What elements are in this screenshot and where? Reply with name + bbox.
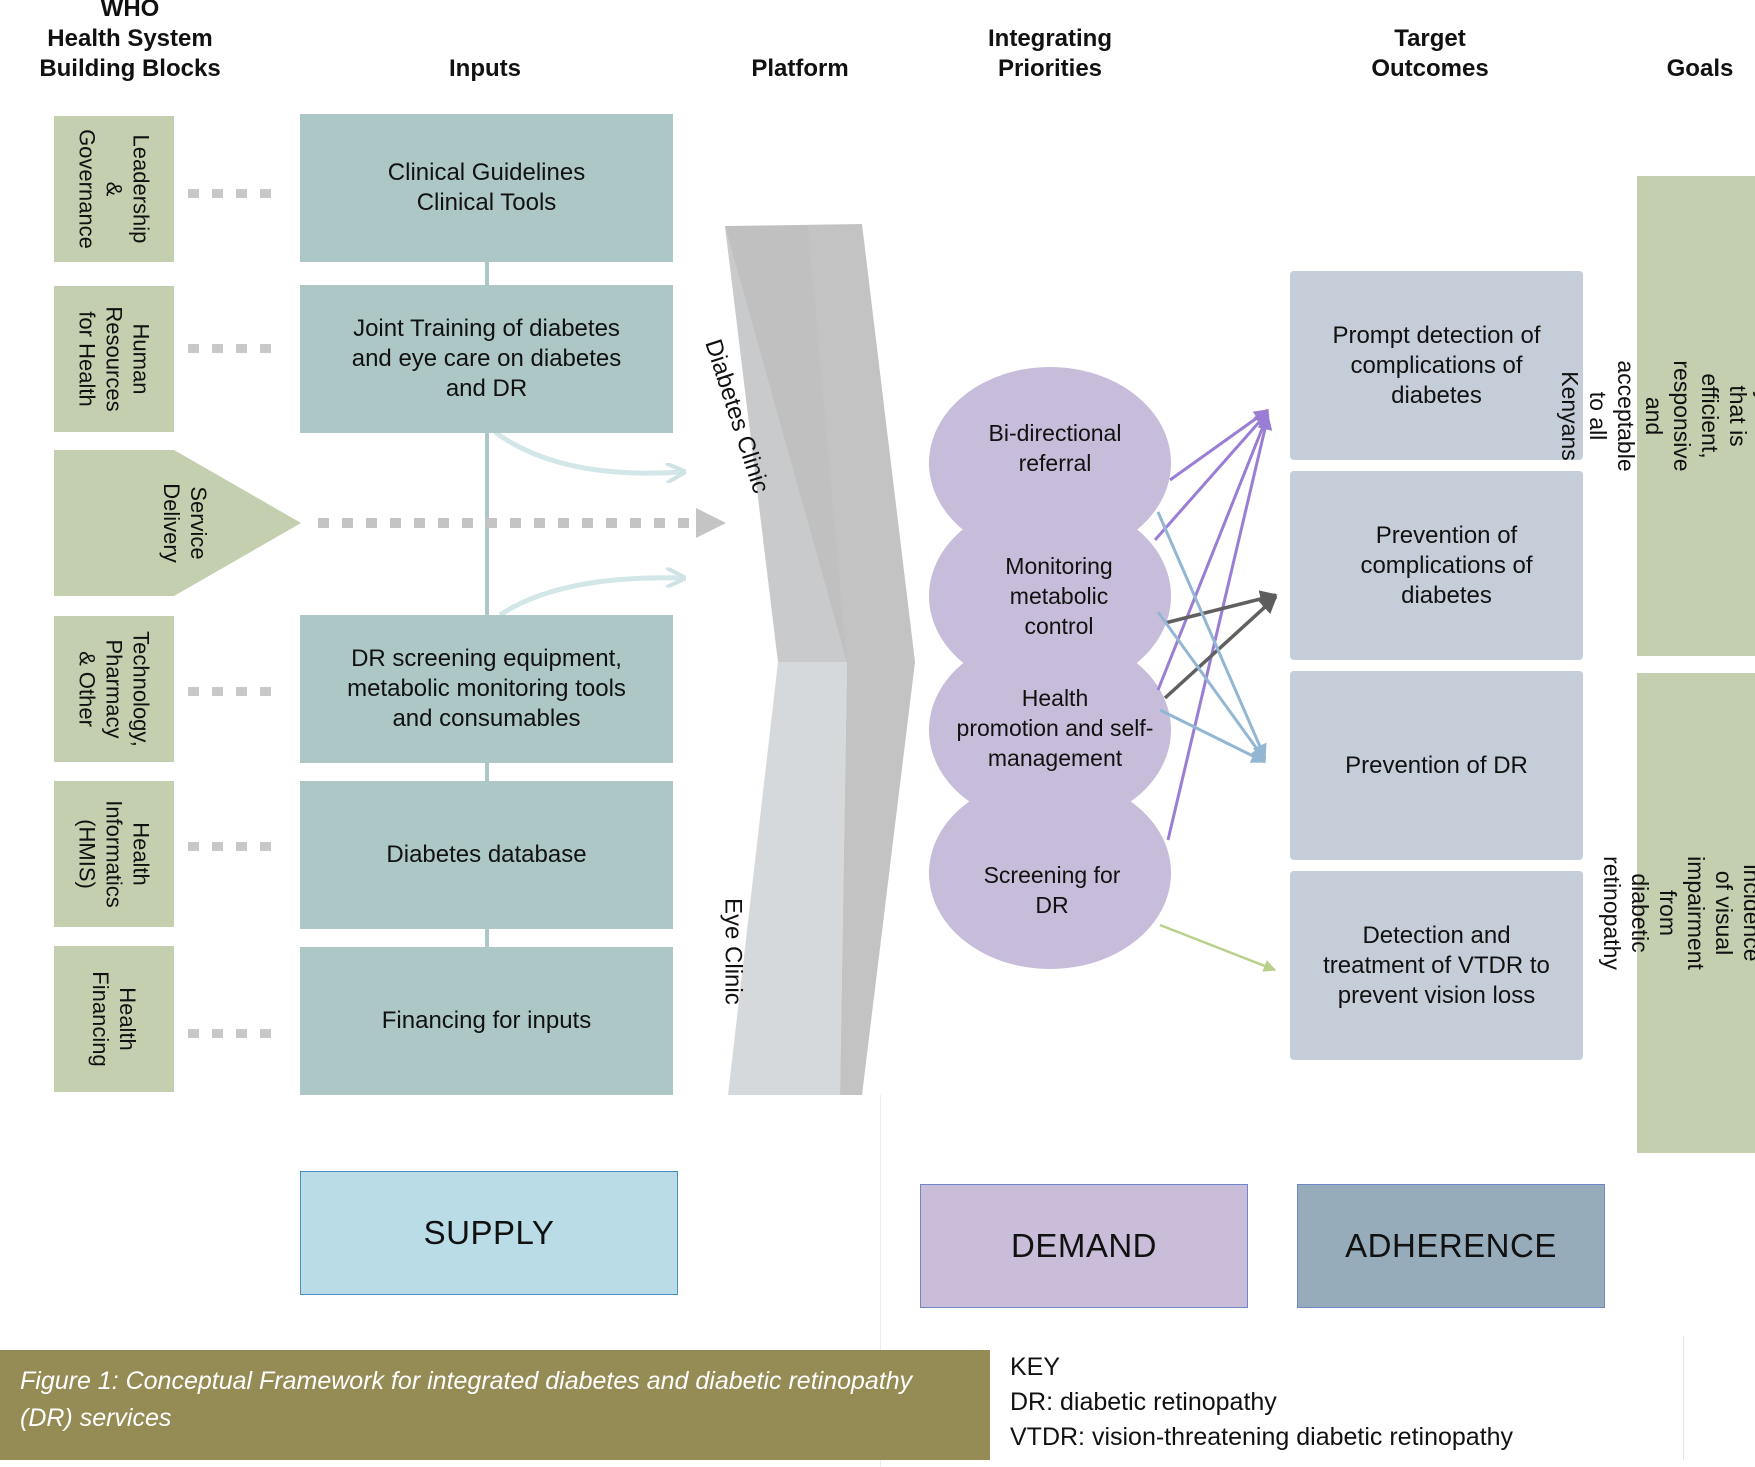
- key-item: VTDR: vision-threatening diabetic retino…: [1010, 1423, 1514, 1451]
- dotted-connector: [188, 687, 284, 696]
- outcome-label: Prevention of DR: [1345, 751, 1528, 779]
- input-financing: Financing for inputs: [300, 947, 673, 1095]
- block-technology-pharmacy: Technology, Pharmacy & Other: [54, 616, 174, 762]
- block-leadership-governance: Leadership & Governance: [54, 116, 174, 262]
- header-building-blocks: WHO Health System Building Blocks: [39, 0, 221, 82]
- arrow-monitoring-to-detection: [1153, 410, 1270, 541]
- block-label: Technology, Pharmacy & Other: [74, 631, 154, 747]
- outcome-label: Prevention of complications of diabetes: [1360, 521, 1533, 609]
- arrow-promotion-to-detection: [1156, 412, 1270, 691]
- header-goals: Goals: [1666, 55, 1734, 82]
- header-target-outcomes: Target Outcomes: [1371, 25, 1489, 82]
- header-inputs: Inputs: [449, 55, 521, 82]
- priority-circle-health-promotion: [929, 634, 1171, 826]
- platform-label-eye-clinic: Eye Clinic: [719, 898, 747, 1005]
- outcome-label: Prompt detection of complications of dia…: [1332, 321, 1541, 409]
- arrow-promotion-to-prevention: [1163, 595, 1278, 700]
- block-label: Health Financing: [88, 971, 140, 1067]
- outcome-prevention-complications: Prevention of complications of diabetes: [1290, 471, 1583, 660]
- key-title: KEY: [1010, 1353, 1061, 1381]
- block-label: Human Resources for Health: [74, 306, 154, 412]
- curve-arrow-lower: [498, 578, 682, 618]
- dotted-connector: [188, 1029, 284, 1038]
- outcome-prevention-dr: Prevention of DR: [1290, 671, 1583, 860]
- key-legend: KEY DR: diabetic retinopathy VTDR: visio…: [994, 1336, 1684, 1460]
- outcome-vtdr-detection: Detection and treatment of VTDR to preve…: [1290, 871, 1583, 1060]
- block-service-delivery: Service Delivery: [54, 450, 301, 596]
- input-joint-training: Joint Training of diabetes and eye care …: [300, 285, 673, 433]
- goal-label: Reduce incidence of visual impairment fr…: [1599, 856, 1755, 970]
- platform-diabetes-clinic-shape: [725, 224, 915, 1095]
- arrow-screening-to-vtdr: [1159, 923, 1277, 972]
- block-label: Service Delivery: [159, 483, 211, 563]
- priority-label-monitoring: Monitoring metabolic control: [1005, 553, 1113, 639]
- priority-circle-monitoring: [929, 500, 1171, 692]
- arrow-referral-to-detection: [1169, 408, 1270, 482]
- legend-adherence: ADHERENCE: [1297, 1184, 1605, 1308]
- dotted-connector: [188, 344, 284, 353]
- input-dr-screening-equipment: DR screening equipment, metabolic monito…: [300, 615, 673, 763]
- header-platform: Platform: [751, 55, 849, 82]
- arrow-referral-to-dr-prevention: [1156, 511, 1267, 760]
- block-health-informatics: Health Informatics (HMIS): [54, 781, 174, 927]
- input-label: Clinical Guidelines Clinical Tools: [387, 159, 586, 216]
- goal-label: A diabetes care system that is efficient…: [1557, 360, 1755, 472]
- key-item: DR: diabetic retinopathy: [1010, 1388, 1277, 1416]
- header-integrating-priorities: Integrating Priorities: [988, 25, 1112, 82]
- input-label: Joint Training of diabetes and eye care …: [351, 315, 622, 402]
- priority-label-screening: Screening for DR: [983, 862, 1121, 918]
- curve-arrow-upper: [493, 429, 682, 473]
- goal-efficient-care-system: A diabetes care system that is efficient…: [1557, 176, 1755, 656]
- input-label: Diabetes database: [386, 841, 587, 868]
- input-label: DR screening equipment, metabolic monito…: [347, 645, 626, 732]
- block-label: Leadership & Governance: [74, 129, 154, 249]
- priority-label-referral: Bi-directional referral: [988, 420, 1122, 476]
- input-diabetes-database: Diabetes database: [300, 781, 673, 929]
- block-label: Health Informatics (HMIS): [74, 800, 154, 908]
- input-clinical-guidelines: Clinical Guidelines Clinical Tools: [300, 114, 673, 262]
- dotted-connector: [188, 189, 284, 198]
- outcome-prompt-detection: Prompt detection of complications of dia…: [1290, 271, 1583, 460]
- arrow-monitoring-to-dr-prevention: [1156, 611, 1267, 762]
- input-label: Financing for inputs: [381, 1007, 592, 1034]
- block-health-financing: Health Financing: [54, 946, 174, 1092]
- legend-supply: SUPPLY: [300, 1171, 678, 1295]
- priority-label-health-promotion: Health promotion and self- management: [956, 685, 1154, 771]
- figure-caption: Figure 1: Conceptual Framework for integ…: [0, 1350, 990, 1460]
- arrow-screening-to-detection: [1166, 414, 1273, 841]
- legend-demand: DEMAND: [920, 1184, 1248, 1308]
- divider-line: [880, 1095, 881, 1467]
- platform-fold-shadow: [725, 226, 847, 662]
- arrow-monitoring-to-prevention: [1164, 590, 1278, 625]
- block-human-resources: Human Resources for Health: [54, 286, 174, 432]
- priority-circle-referral: [929, 367, 1171, 559]
- dotted-connector: [188, 842, 284, 851]
- priority-circle-screening: [929, 777, 1171, 969]
- goal-reduce-visual-impairment: Reduce incidence of visual impairment fr…: [1599, 673, 1755, 1153]
- arrow-promotion-to-dr-prevention: [1159, 708, 1267, 764]
- outcome-label: Detection and treatment of VTDR to preve…: [1323, 921, 1550, 1009]
